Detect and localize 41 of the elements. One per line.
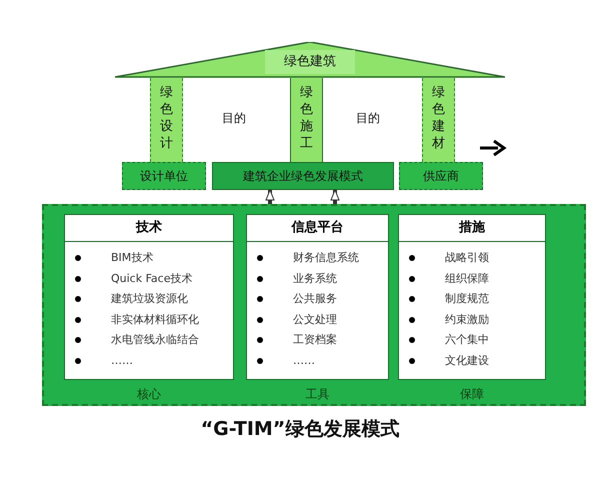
- column-card: [246, 214, 389, 380]
- bullet-item: 业务系统: [257, 268, 388, 289]
- bullet-item: 文化建设: [409, 350, 545, 371]
- column-heading: 措施: [399, 215, 545, 242]
- base-box: 建筑企业绿色发展模式: [212, 162, 394, 190]
- bullet-item: BIM技术: [75, 248, 233, 268]
- pillar-box: 绿色设计: [150, 78, 183, 162]
- bullet-item: 非实体材料循环化: [75, 310, 233, 330]
- base-box: 供应商: [399, 162, 483, 190]
- column-caption: 核心: [136, 386, 162, 403]
- arrow: [330, 190, 340, 204]
- pillar-box: 绿色施工: [290, 78, 323, 162]
- group-panel: [42, 204, 586, 406]
- bullet-item: 组织保障: [409, 268, 545, 289]
- bullet-item: 建筑垃圾资源化: [75, 289, 233, 310]
- bullet-item: 六个集中: [409, 330, 545, 350]
- bullet-item: 约束激励: [409, 310, 545, 330]
- column-card: [64, 214, 234, 380]
- column-card: [398, 214, 546, 380]
- pillar-box: 绿色建材: [422, 78, 455, 162]
- base-box: 设计单位: [122, 162, 206, 190]
- bullet-item: 公共服务: [257, 289, 388, 310]
- column-caption: 工具: [304, 386, 330, 403]
- bullet-item: 工资档案: [257, 330, 388, 350]
- bullet-item: 水电管线永临结合: [75, 330, 233, 350]
- purpose-label: 目的: [222, 110, 246, 127]
- column-caption: 保障: [459, 386, 485, 403]
- bullet-item: Quick Face技术: [75, 268, 233, 289]
- bullet-item: ……: [257, 350, 388, 371]
- purpose-label: 目的: [356, 110, 380, 127]
- roof-triangle: [115, 42, 505, 78]
- column-heading: 技术: [65, 215, 233, 242]
- bullet-item: 制度规范: [409, 289, 545, 310]
- arrow: [266, 190, 274, 204]
- bullet-item: 公文处理: [257, 310, 388, 330]
- bullet-item: 战略引领: [409, 248, 545, 268]
- roof-title: 绿色建筑: [265, 50, 355, 74]
- bullet-item: 财务信息系统: [257, 248, 388, 268]
- bullet-item: ……: [75, 350, 233, 371]
- caption: “G-TIM”绿色发展模式: [200, 417, 400, 442]
- column-heading: 信息平台: [247, 215, 388, 242]
